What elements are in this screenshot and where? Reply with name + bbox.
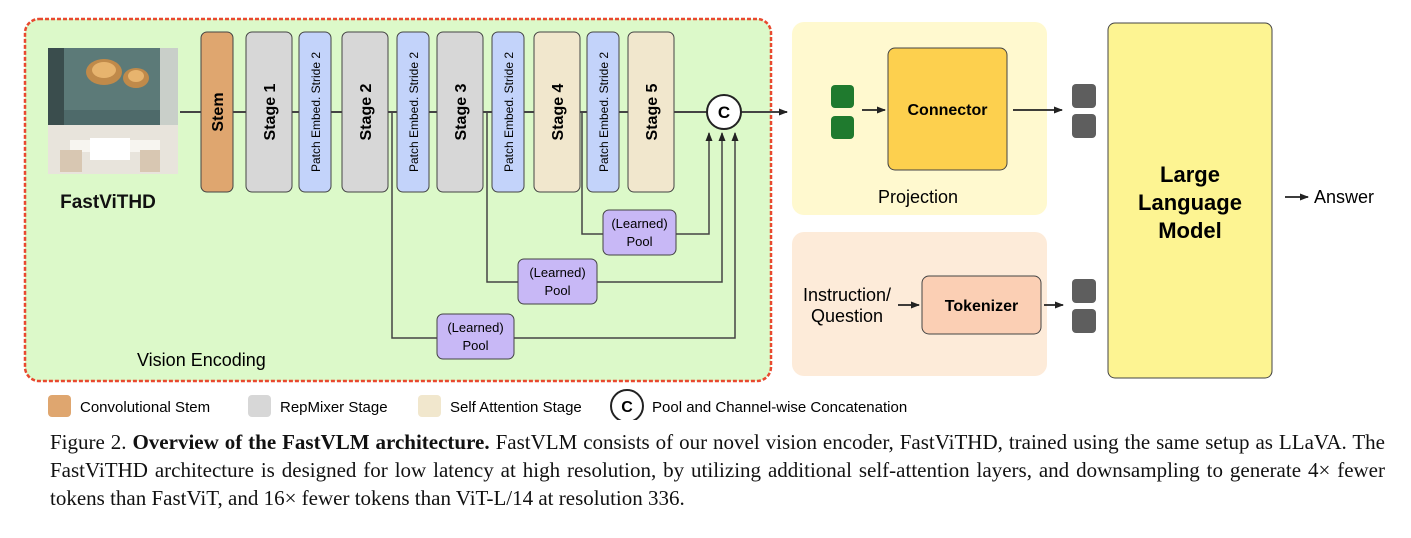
connector-label: Connector xyxy=(908,102,988,119)
patch-embed-4-block xyxy=(586,31,620,193)
pool-3-line1: (Learned) xyxy=(447,320,503,335)
stage-4-label: Stage 4 xyxy=(550,83,567,140)
patch-embed-2-block xyxy=(396,31,430,193)
stage-2-label: Stage 2 xyxy=(358,83,375,140)
stage-5-block xyxy=(627,31,675,193)
legend: Convolutional Stem RepMixer Stage Self A… xyxy=(48,389,907,420)
concat-circle xyxy=(706,94,742,130)
tokenizer-block xyxy=(921,275,1042,335)
caption-body: FastVLM consists of our novel vision enc… xyxy=(50,430,1385,510)
pool-1-line1: (Learned) xyxy=(611,216,667,231)
pool-1-line2: Pool xyxy=(626,234,652,249)
pool-3-line2: Pool xyxy=(462,338,488,353)
visual-token-1 xyxy=(831,85,854,108)
stem-label: Stem xyxy=(210,92,227,131)
legend-concat-circle xyxy=(610,389,644,420)
patch-embed-3-block xyxy=(491,31,525,193)
legend-self-attention-swatch xyxy=(418,395,441,417)
pool-block-1 xyxy=(602,209,677,256)
skip-connections xyxy=(391,112,739,339)
text-token-1 xyxy=(1072,279,1096,303)
llm-line1: Large xyxy=(1160,162,1220,187)
stage-2-block xyxy=(341,31,389,193)
vision-encoding-label: Vision Encoding xyxy=(137,350,266,370)
legend-self-attention-label: Self Attention Stage xyxy=(450,399,582,416)
concat-symbol: C xyxy=(718,103,730,122)
answer-label: Answer xyxy=(1314,187,1374,207)
connector-block xyxy=(887,47,1008,171)
text-token-2 xyxy=(1072,309,1096,333)
legend-concat-symbol: C xyxy=(621,399,633,416)
visual-token-2 xyxy=(831,116,854,139)
patch-embed-3-label: Patch Embed. Stride 2 xyxy=(502,52,516,172)
caption-prefix: Figure 2. xyxy=(50,430,133,454)
stage-3-block xyxy=(436,31,484,193)
architecture-diagram: FastViTHD Stem Stage 1 Patch Embed. Stri… xyxy=(23,17,1374,420)
projection-label: Projection xyxy=(878,187,958,207)
patch-embed-1-label: Patch Embed. Stride 2 xyxy=(309,52,323,172)
pool-2-line1: (Learned) xyxy=(529,265,585,280)
legend-concat-label: Pool and Channel-wise Concatenation xyxy=(652,399,907,416)
llm-block xyxy=(1107,22,1273,379)
input-image xyxy=(48,48,178,174)
legend-conv-stem-swatch xyxy=(48,395,71,417)
patch-embed-4-label: Patch Embed. Stride 2 xyxy=(597,52,611,172)
instruction-line2: Question xyxy=(811,306,883,326)
stage-3-label: Stage 3 xyxy=(453,83,470,140)
llm-line3: Model xyxy=(1158,218,1222,243)
legend-repmixer-swatch xyxy=(248,395,271,417)
patch-embed-1-block xyxy=(298,31,332,193)
llm-line2: Language xyxy=(1138,190,1242,215)
instruction-line1: Instruction/ xyxy=(803,285,891,305)
stage-1-block xyxy=(245,31,293,193)
caption-title: Overview of the FastVLM architecture. xyxy=(132,430,490,454)
pool-2-line2: Pool xyxy=(544,283,570,298)
image-label: FastViTHD xyxy=(60,192,156,213)
projected-token-1 xyxy=(1072,84,1096,108)
tokenizer-label: Tokenizer xyxy=(945,298,1019,315)
legend-conv-stem-label: Convolutional Stem xyxy=(80,399,210,416)
legend-repmixer-label: RepMixer Stage xyxy=(280,399,388,416)
pool-block-3 xyxy=(436,313,515,360)
stem-block xyxy=(200,31,234,193)
pool-block-2 xyxy=(517,258,598,305)
stage-5-label: Stage 5 xyxy=(644,83,661,140)
figure-caption: Figure 2. Overview of the FastVLM archit… xyxy=(50,428,1385,512)
stage-1-label: Stage 1 xyxy=(262,83,279,140)
projected-token-2 xyxy=(1072,114,1096,138)
stage-4-block xyxy=(533,31,581,193)
patch-embed-2-label: Patch Embed. Stride 2 xyxy=(407,52,421,172)
